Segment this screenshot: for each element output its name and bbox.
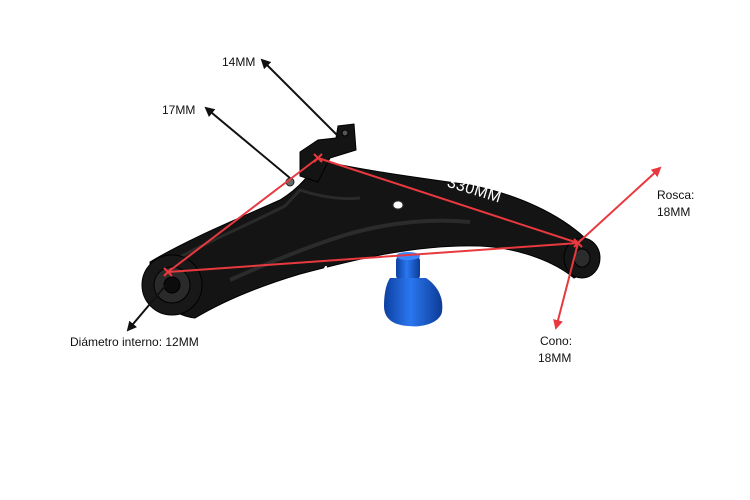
blue-bushing (384, 252, 443, 327)
arrow-14mm (260, 58, 341, 139)
label-17mm: 17MM (162, 103, 196, 117)
label-rosca-title: Rosca: (657, 188, 695, 202)
arrow-rosca (577, 166, 662, 244)
line-330 (317, 157, 579, 244)
arrow-17mm (204, 106, 291, 179)
label-diametro: Diámetro interno: 12MM (70, 335, 199, 349)
line-235 (167, 157, 319, 273)
label-cono-value: 18MM (538, 351, 572, 365)
arrow-diametro (126, 284, 167, 332)
dimension-445: 445MM (320, 264, 376, 281)
label-14mm: 14MM (222, 55, 256, 69)
arrow-cono (553, 242, 579, 330)
measurement-lines (167, 157, 662, 330)
line-445 (167, 242, 579, 273)
label-rosca-value: 18MM (657, 205, 691, 219)
point-marks (163, 153, 583, 277)
control-arm (141, 123, 601, 319)
label-cono-title: Cono: (540, 334, 573, 348)
